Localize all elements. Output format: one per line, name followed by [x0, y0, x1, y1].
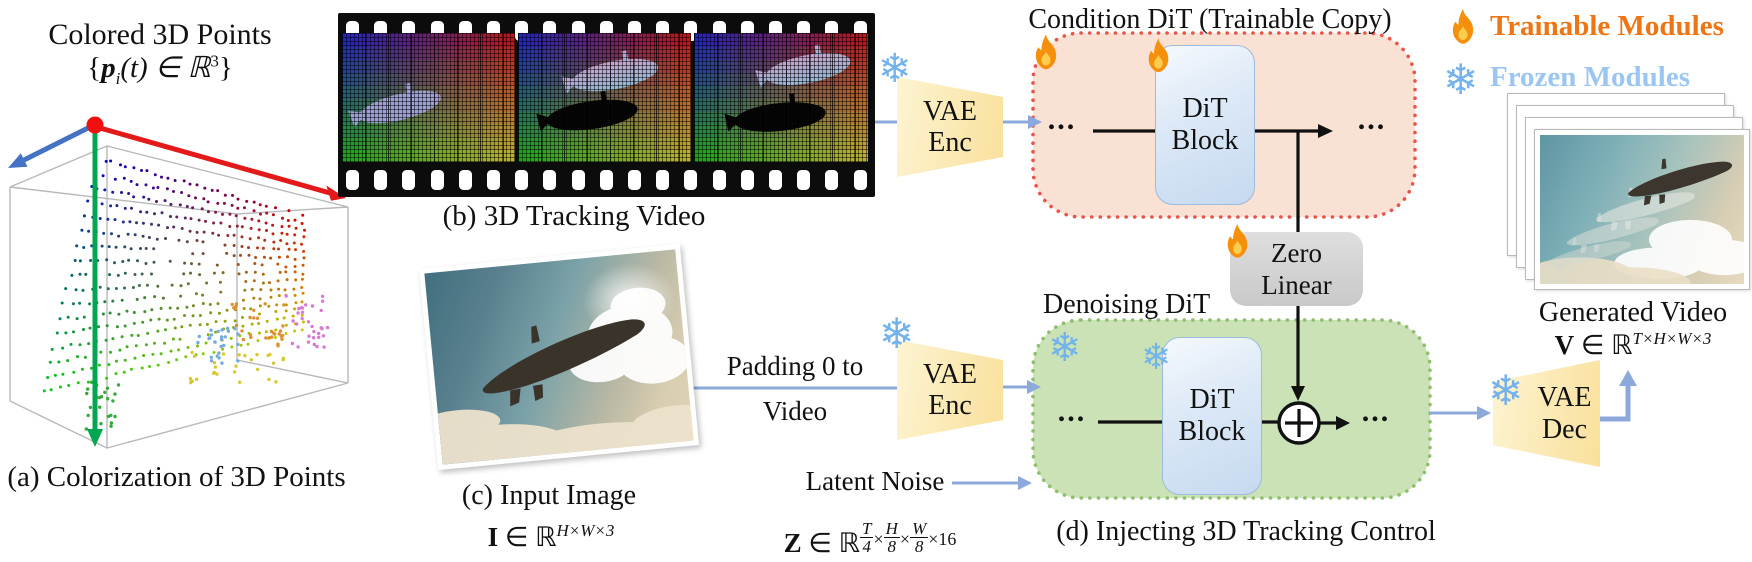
- panel-a-formula: {pi(t) ∈ ℝ3}: [87, 51, 233, 88]
- denoising-ellipsis-out: ...: [1361, 395, 1391, 428]
- film-sprocket-hole: [458, 170, 472, 190]
- latent-noise-label: Latent Noise: [805, 466, 945, 496]
- film-sprocket-hole: [346, 170, 359, 190]
- wireframe-box: [9, 145, 349, 449]
- denoising-box-snowflake-icon: ❄: [1048, 325, 1082, 371]
- condition-ellipsis-in: ...: [1047, 103, 1077, 136]
- film-sprocket-hole: [797, 170, 811, 190]
- cloud-shapes: [1614, 219, 1744, 280]
- vae-enc-top-snowflake-icon: ❄: [878, 46, 912, 92]
- film-sprocket-hole: [628, 170, 641, 190]
- film-sprocket-hole: [825, 170, 839, 190]
- padding-label-2: Video: [762, 396, 828, 426]
- denoising-dit-snowflake-icon: ❄: [1141, 337, 1172, 378]
- denoising-dit-title: Denoising DiT: [1043, 289, 1211, 320]
- film-frame-grid: [342, 33, 515, 162]
- origin-dot: [86, 116, 104, 134]
- cloud-band: [424, 404, 694, 465]
- panel-d-caption: (d) Injecting 3D Tracking Control: [1056, 516, 1436, 547]
- input-image-card: [418, 243, 700, 471]
- film-sprocket-hole: [515, 170, 529, 190]
- film-sprocket-hole: [740, 170, 754, 190]
- generated-video-photo: [1540, 135, 1744, 284]
- film-frame-2: [518, 33, 691, 162]
- film-sprocket-hole: [684, 170, 698, 190]
- condition-dit-flame-icon: [1148, 38, 1169, 73]
- film-sprocket-hole: [543, 170, 557, 190]
- vae-dec-snowflake-icon: ❄: [1488, 366, 1524, 415]
- panel-a-caption: (a) Colorization of 3D Points: [7, 461, 346, 493]
- legend-trainable-label: Trainable Modules: [1490, 10, 1724, 42]
- condition-ellipsis-out: ...: [1357, 103, 1387, 136]
- film-strip: [338, 13, 875, 197]
- condition-box-flame-icon: [1035, 34, 1057, 70]
- legend-snowflake-icon: ❄: [1443, 55, 1479, 104]
- film-sprocket-hole: [430, 170, 444, 190]
- panel-c-caption: (c) Input Image: [461, 480, 637, 511]
- vae-enc-bottom-snowflake-icon: ❄: [879, 309, 915, 358]
- film-sprocket-hole: [571, 170, 585, 190]
- generated-video-math: V ∈ ℝT×H×W×3: [1554, 329, 1712, 360]
- film-sprocket-hole: [853, 170, 867, 190]
- condition-dit-title: Condition DiT (Trainable Copy): [1028, 4, 1392, 35]
- legend-frozen-label: Frozen Modules: [1490, 61, 1691, 93]
- generated-video-front: [1534, 129, 1750, 290]
- padding-label-1: Padding 0 to: [726, 351, 864, 381]
- sum-node: [1277, 401, 1321, 445]
- film-frame-grid: [694, 33, 868, 162]
- film-sprocket-hole: [769, 170, 782, 190]
- axes: [8, 116, 346, 447]
- panel-b-caption: (b) 3D Tracking Video: [442, 200, 706, 232]
- input-image-photo: [424, 249, 694, 465]
- film-sprocket-hole: [402, 170, 416, 190]
- point-cloud: [42, 159, 330, 431]
- zero-linear-flame-icon: [1227, 223, 1248, 258]
- input-image-math: I ∈ ℝH×W×3: [487, 521, 615, 552]
- panel-a-title: Colored 3D Points: [48, 18, 272, 51]
- film-sprocket-hole: [656, 170, 670, 190]
- legend-flame-icon: [1452, 8, 1474, 44]
- denoising-ellipsis-in: ...: [1057, 395, 1087, 428]
- film-sprocket-hole: [374, 170, 388, 190]
- film-sprocket-hole: [487, 170, 500, 190]
- film-sprocket-hole: [599, 170, 613, 190]
- film-sprocket-hole: [712, 170, 726, 190]
- film-frame-3: [694, 33, 868, 162]
- generated-video-caption: Generated Video: [1538, 297, 1728, 328]
- film-frame-grid: [518, 33, 691, 162]
- film-frame-1: [342, 33, 515, 162]
